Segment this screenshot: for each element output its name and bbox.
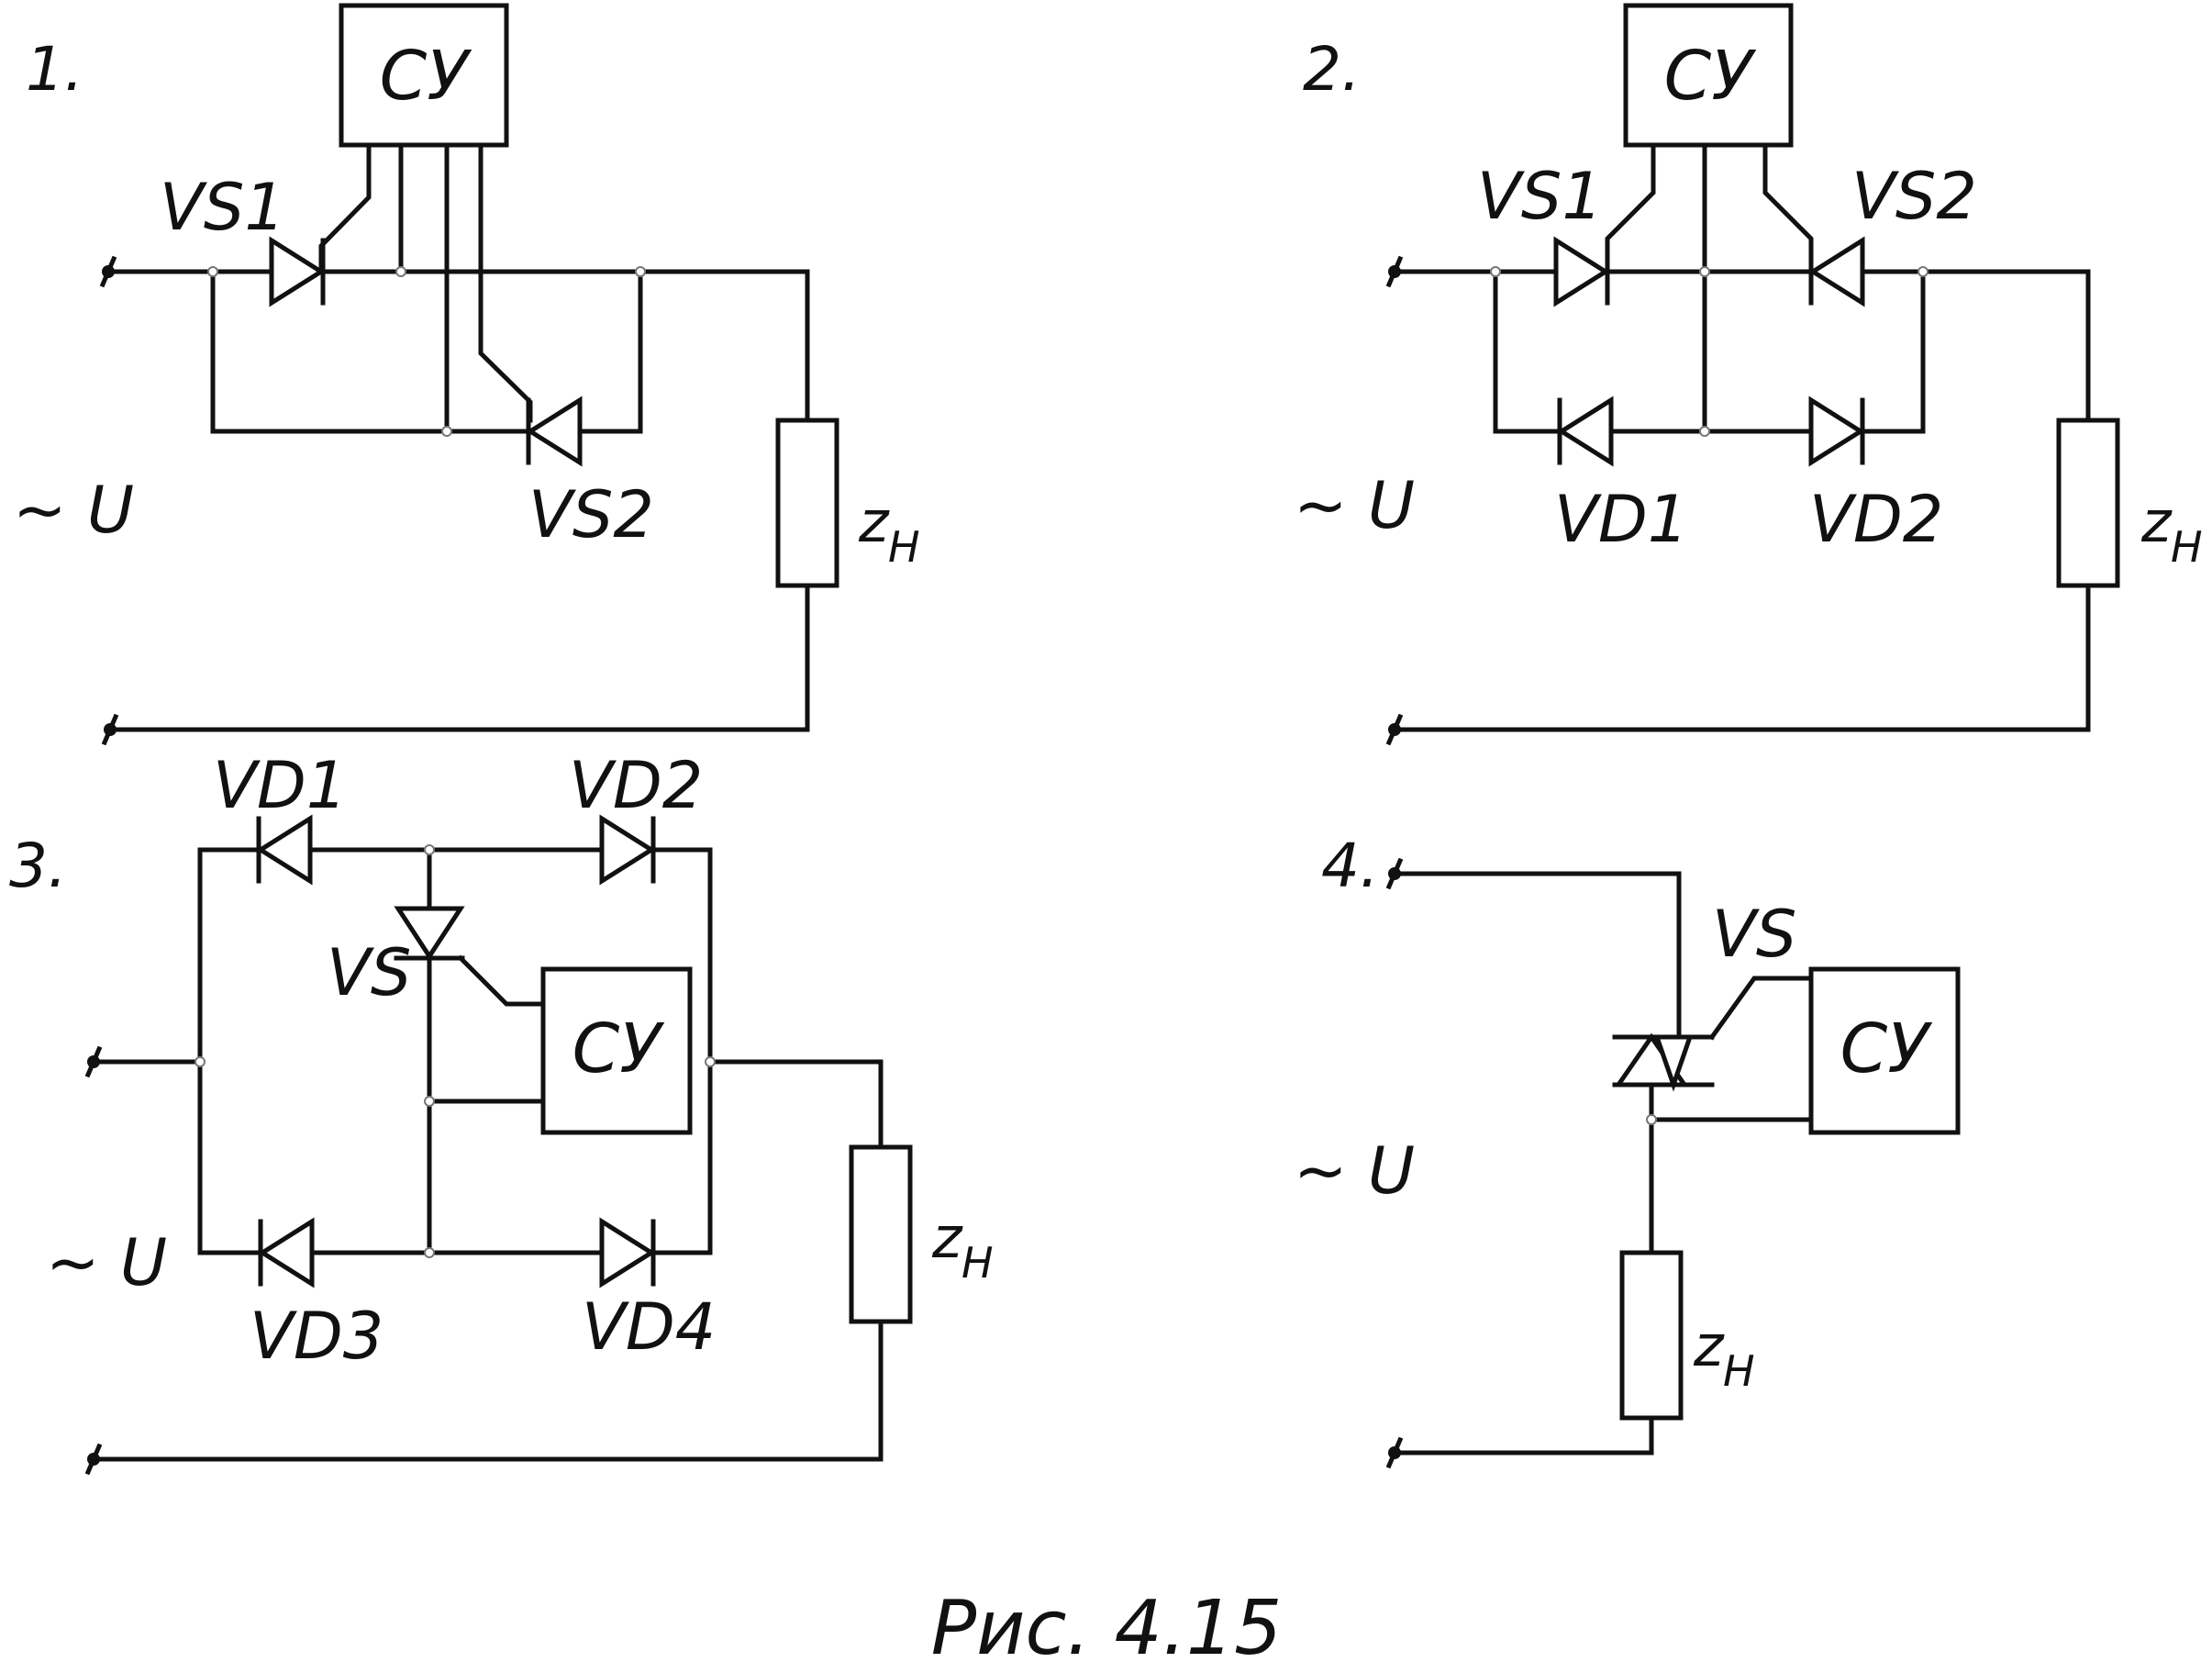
load-subscript: H bbox=[2171, 522, 2203, 572]
circuit-3: 3. VD1 VD2 VS СУ VD3 VD4 z bbox=[9, 748, 994, 1476]
diode-vd2 bbox=[599, 814, 656, 886]
label-vs: VS bbox=[1712, 897, 1796, 972]
thyristor-vs2 bbox=[526, 396, 583, 467]
wire-return bbox=[107, 575, 810, 732]
circuit-4: 4. VS СУ z H ~ U bbox=[1294, 831, 1961, 1469]
label-vs2: VS2 bbox=[528, 477, 654, 552]
load-label: z bbox=[931, 1204, 963, 1271]
load-label: z bbox=[2140, 488, 2173, 555]
control-unit-label: СУ bbox=[572, 1009, 666, 1088]
junction bbox=[395, 266, 406, 277]
load-label: z bbox=[1693, 1312, 1725, 1379]
junction bbox=[424, 844, 435, 855]
source-label: ~ U bbox=[13, 473, 134, 548]
terminal-tick bbox=[101, 713, 119, 746]
junction bbox=[424, 1096, 435, 1107]
terminal-tick bbox=[84, 1443, 103, 1476]
gate-lead-vs bbox=[457, 954, 546, 1007]
load-subscript: H bbox=[888, 522, 920, 572]
circuit-number: 2. bbox=[1303, 34, 1361, 105]
circuit-1: 1. СУ VS1 VS2 z H ~ U bbox=[13, 3, 920, 746]
wire-top bbox=[1392, 871, 1682, 1040]
junction bbox=[441, 426, 452, 437]
control-unit-label: СУ bbox=[380, 37, 473, 116]
control-unit-box bbox=[540, 966, 693, 1135]
diode-vd1 bbox=[256, 814, 313, 886]
label-vs: VS bbox=[327, 935, 411, 1010]
gate-lead-vs2 bbox=[1762, 142, 1814, 274]
load-label: z bbox=[858, 488, 890, 555]
load-subscript: H bbox=[1723, 1346, 1755, 1396]
junction bbox=[1646, 1114, 1657, 1125]
label-vd2: VD2 bbox=[569, 748, 703, 823]
junction bbox=[1699, 426, 1710, 437]
gate-lead-vs1 bbox=[318, 142, 372, 274]
control-unit-label: СУ bbox=[1664, 37, 1758, 116]
junction bbox=[1699, 266, 1710, 277]
bridge-frame bbox=[197, 847, 713, 1255]
figure-caption: Рис. 4.15 bbox=[931, 1585, 1283, 1662]
terminal-tick bbox=[1385, 255, 1404, 288]
label-vd1: VD1 bbox=[1554, 482, 1688, 557]
junction bbox=[195, 1056, 206, 1067]
diode-vd3 bbox=[258, 1217, 315, 1288]
terminal-tick bbox=[99, 255, 117, 288]
circuit-number: 3. bbox=[9, 831, 67, 901]
label-vs1: VS1 bbox=[1477, 159, 1603, 234]
load-resistor bbox=[849, 1144, 913, 1324]
wire-loop bbox=[210, 269, 643, 434]
gate-lead-vs bbox=[1708, 976, 1814, 1041]
control-unit-label: СУ bbox=[1840, 1009, 1934, 1088]
wire-top bbox=[106, 269, 810, 423]
terminal-tick bbox=[1385, 857, 1404, 890]
terminal-tick bbox=[84, 1045, 103, 1078]
terminal-tick bbox=[1385, 713, 1404, 746]
wire-return bbox=[1392, 1415, 1654, 1456]
diode-vd4 bbox=[599, 1217, 656, 1288]
load-resistor bbox=[1619, 1250, 1684, 1421]
terminal-tick bbox=[1385, 1436, 1404, 1469]
wire-load bbox=[707, 1059, 884, 1150]
wire-return bbox=[91, 1319, 884, 1462]
load-subscript: H bbox=[961, 1238, 994, 1288]
label-vd2: VD2 bbox=[1809, 482, 1943, 557]
thyristor-vs1 bbox=[269, 236, 326, 307]
junction bbox=[1917, 266, 1929, 277]
thyristor-vs bbox=[394, 906, 465, 961]
label-vd3: VD3 bbox=[250, 1299, 383, 1374]
diode-vd2 bbox=[1808, 396, 1865, 467]
label-vd1: VD1 bbox=[213, 748, 347, 823]
circuit-number: 1. bbox=[26, 34, 83, 105]
circuit-2: 2. СУ VS1 VS2 VD1 VD2 z H ~ U bbox=[1294, 3, 2203, 746]
junction bbox=[424, 1247, 435, 1258]
control-unit-box bbox=[1808, 966, 1961, 1135]
load-resistor bbox=[775, 418, 839, 588]
load-resistor bbox=[2056, 418, 2120, 588]
wire-top bbox=[1392, 269, 2091, 423]
label-vd4: VD4 bbox=[582, 1289, 716, 1365]
thyristor-vs1 bbox=[1553, 236, 1610, 307]
junction bbox=[705, 1056, 716, 1067]
diode-vd1 bbox=[1557, 396, 1614, 467]
label-vs1: VS1 bbox=[160, 170, 285, 245]
source-label: ~ U bbox=[1294, 468, 1415, 543]
control-unit-box bbox=[339, 3, 509, 148]
wire-return bbox=[1392, 575, 2091, 732]
control-unit-box bbox=[1623, 3, 1794, 148]
gate-lead-vs2 bbox=[478, 142, 533, 423]
circuit-number: 4. bbox=[1321, 831, 1379, 901]
junction bbox=[1490, 266, 1501, 277]
junction bbox=[635, 266, 646, 277]
thyristor-vs2 bbox=[1808, 236, 1865, 307]
triac-vs-down bbox=[1653, 1034, 1694, 1092]
label-vs2: VS2 bbox=[1851, 159, 1977, 234]
junction bbox=[207, 266, 218, 277]
source-label: ~ U bbox=[1294, 1133, 1415, 1209]
source-label: ~ U bbox=[46, 1225, 167, 1300]
gate-lead-vs1 bbox=[1605, 142, 1656, 274]
